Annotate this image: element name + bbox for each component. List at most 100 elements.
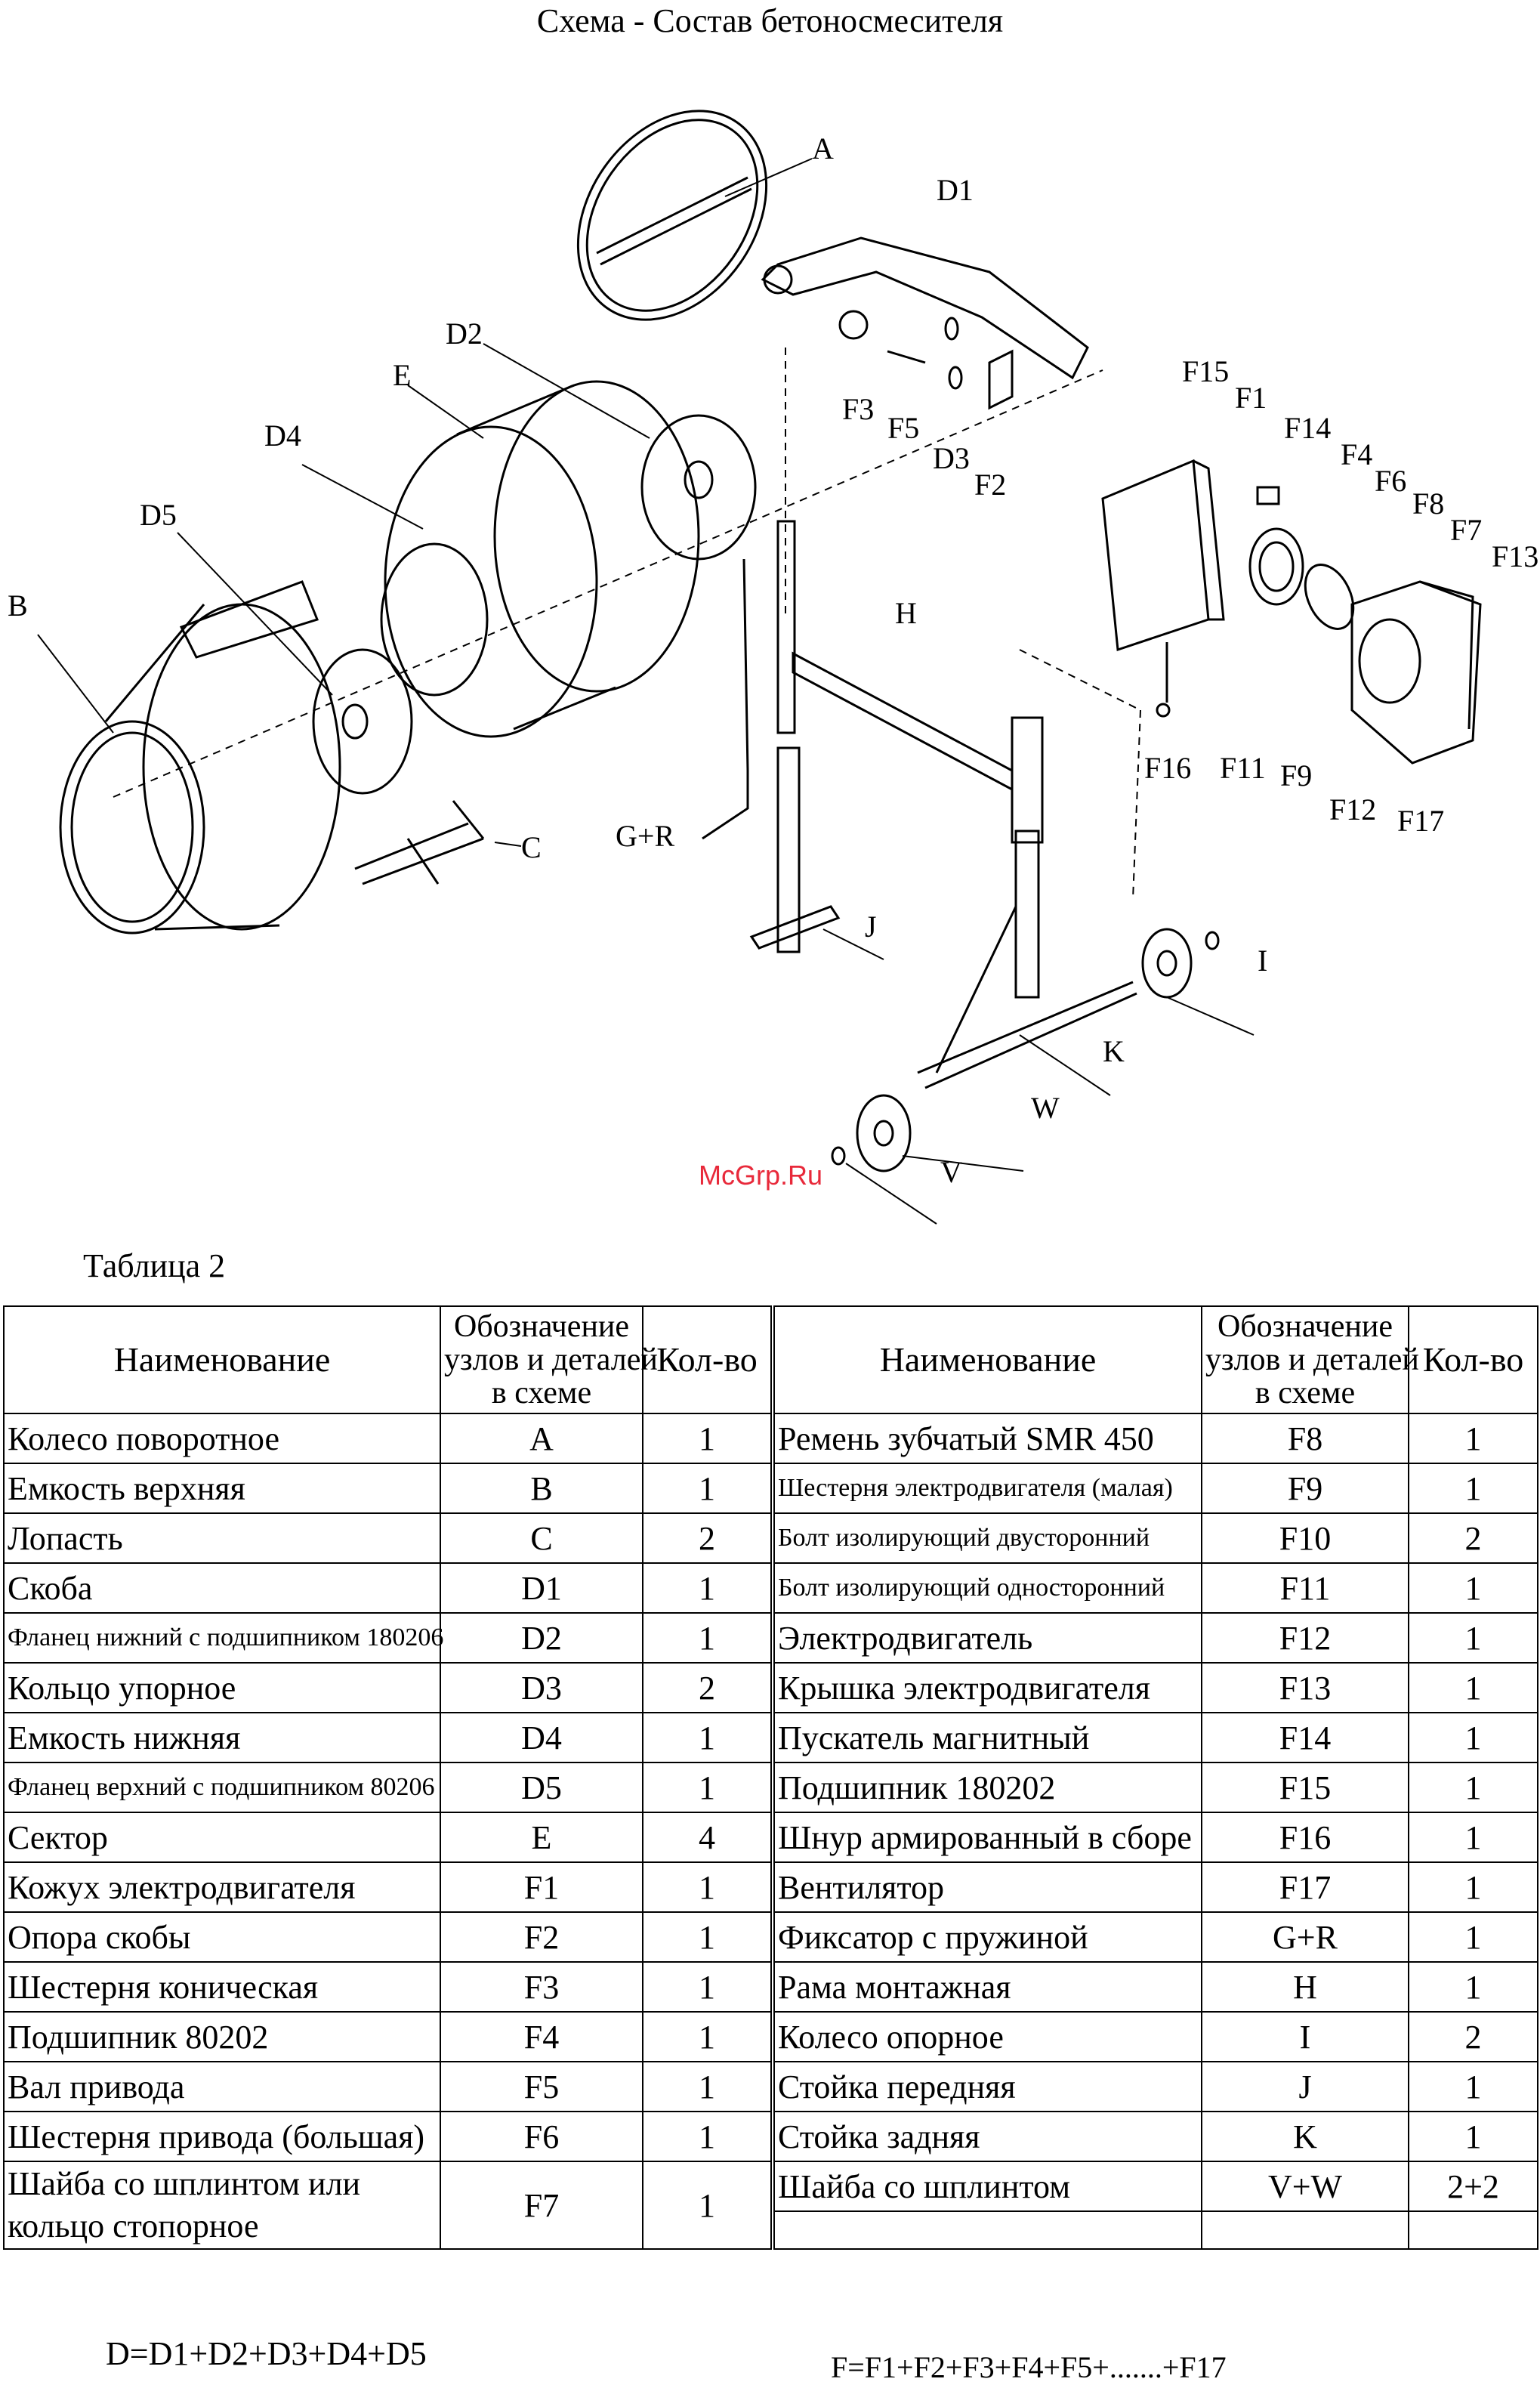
cell-name: Опора скобы	[3, 1911, 441, 1963]
cell-name: Болт изолирующий двусторонний	[770, 1512, 1202, 1564]
cell-name: Емкость нижняя	[3, 1712, 441, 1763]
cell-name: Скоба	[3, 1562, 441, 1614]
table-header-row: Наименование Обозначение узлов и деталей…	[3, 1305, 1538, 1414]
cell-name: Шнур армированный в сборе	[770, 1812, 1202, 1863]
cell-code: F5	[440, 2061, 643, 2112]
exploded-assembly-diagram: A D1 D2 E D4 D5 B C F3 F5 D3 F2 F15 F1 F…	[8, 110, 1538, 1225]
table-row: Опора скобы F2 1 Фиксатор с пружиной G+R…	[3, 1911, 1538, 1963]
cell-qty: 2	[1408, 2011, 1538, 2062]
cell-qty: 1	[642, 1562, 773, 1614]
header-designation-line: в схеме	[491, 1376, 592, 1410]
drive-gear-parts	[838, 310, 963, 390]
upper-bowl-part	[59, 580, 341, 935]
cell-qty: 1	[642, 1463, 773, 1514]
label-F1: F1	[1235, 381, 1267, 415]
table-row: Подшипник 80202 F4 1 Колесо опорное I 2	[3, 2011, 1538, 2062]
cell-qty: 1	[1408, 1463, 1538, 1514]
cell-name: Шестерня привода (большая)	[3, 2111, 441, 2162]
cell-code: F17	[1201, 1861, 1409, 1913]
cell-name: Ремень зубчатый SMR 450	[770, 1413, 1202, 1464]
cell-empty	[1201, 2210, 1409, 2250]
cell-qty: 1	[642, 1911, 773, 1963]
table-row: Лопасть C 2 Болт изолирующий двусторонни…	[3, 1512, 1538, 1564]
cell-name: Стойка задняя	[770, 2111, 1202, 2162]
label-V: V	[940, 1155, 962, 1189]
header-qty-right: Кол-во	[1408, 1305, 1538, 1414]
label-F12: F12	[1329, 792, 1376, 826]
table-row-empty	[4, 2210, 1538, 2250]
cell-qty: 2	[1408, 1512, 1538, 1564]
label-F8: F8	[1412, 487, 1444, 521]
cell-qty: 1	[1408, 1812, 1538, 1863]
cell-qty: 1	[1408, 2111, 1538, 2162]
formula-d: D=D1+D2+D3+D4+D5	[106, 2335, 427, 2372]
cell-code: F1	[440, 1861, 643, 1913]
cell-code: D1	[440, 1562, 643, 1614]
label-A: A	[812, 131, 834, 165]
table-row: Шестерня привода (большая) F6 1 Стойка з…	[3, 2111, 1538, 2162]
cell-code: D2	[440, 1612, 643, 1664]
spring-latch-part	[702, 558, 749, 840]
cell-name: Емкость верхняя	[3, 1463, 441, 1514]
mounting-frame-part	[776, 520, 1044, 844]
cell-name: Кольцо упорное	[3, 1662, 441, 1713]
cell-code: F16	[1201, 1812, 1409, 1863]
cell-name: Кожух электродвигателя	[3, 1861, 441, 1913]
motor-cover-part	[1101, 459, 1225, 718]
cell-code: I	[1201, 2011, 1409, 2062]
cell-qty: 1	[642, 1861, 773, 1913]
lower-drum-part	[380, 380, 700, 738]
cell-code: F13	[1201, 1662, 1409, 1713]
cell-name: Шайба со шплинтом или кольцо стопорное	[3, 2161, 441, 2250]
cell-qty: 2	[642, 1662, 773, 1713]
cell-code: C	[440, 1512, 643, 1564]
table-row: Вал привода F5 1 Стойка передняя J 1	[3, 2061, 1538, 2112]
cell-qty: 1	[1408, 1413, 1538, 1464]
label-D2: D2	[446, 317, 483, 351]
cell-qty: 1	[642, 2011, 773, 2062]
cell-qty: 1	[642, 2161, 773, 2250]
cell-name: Подшипник 80202	[3, 2011, 441, 2062]
cell-name: Электродвигатель	[770, 1612, 1202, 1664]
formula-f: F=F1+F2+F3+F4+F5+.......+F17	[831, 2350, 1227, 2384]
cell-name: Шестерня электродвигателя (малая)	[770, 1463, 1202, 1514]
cell-name: Болт изолирующий односторонний	[770, 1562, 1202, 1614]
table-row: Кожух электродвигателя F1 1 Вентилятор F…	[3, 1861, 1538, 1913]
cell-code: A	[440, 1413, 643, 1464]
header-designation-left: Обозначение узлов и деталей в схеме	[440, 1305, 658, 1414]
header-designation-line: Обозначение	[453, 1309, 630, 1344]
cell-code: J	[1201, 2061, 1409, 2112]
cell-qty: 1	[642, 1712, 773, 1763]
cell-code: B	[440, 1463, 643, 1514]
cell-qty: 1	[1408, 1762, 1538, 1813]
header-designation-line: узлов и деталей	[444, 1342, 658, 1377]
rear-leg-part	[917, 829, 1137, 1089]
cell-code: D5	[440, 1762, 643, 1813]
cell-name: Фланец верхний с подшипником 80206	[3, 1762, 441, 1813]
table-row: Фланец верхний с подшипником 80206 D5 1 …	[3, 1762, 1538, 1813]
cell-name: Шайба со шплинтом	[770, 2161, 1202, 2212]
cell-code: F11	[1201, 1562, 1409, 1614]
label-C: C	[521, 830, 542, 864]
cell-code: F12	[1201, 1612, 1409, 1664]
label-W: W	[1031, 1091, 1060, 1125]
motor-part	[1350, 580, 1482, 765]
cell-qty: 1	[1408, 2061, 1538, 2112]
cell-code: F15	[1201, 1762, 1409, 1813]
cell-name: Подшипник 180202	[770, 1762, 1202, 1813]
label-F14: F14	[1284, 411, 1331, 445]
cell-code: F4	[440, 2011, 643, 2062]
header-name-right: Наименование	[770, 1305, 1202, 1414]
cell-name: Вал привода	[3, 2061, 441, 2112]
label-H: H	[895, 596, 917, 630]
label-D4: D4	[264, 419, 301, 453]
cell-code: F6	[440, 2111, 643, 2162]
label-F17: F17	[1397, 804, 1444, 838]
header-designation-line: Обозначение	[1217, 1309, 1393, 1344]
label-F16: F16	[1144, 751, 1191, 785]
cell-name: Вентилятор	[770, 1861, 1202, 1913]
table-row: Шайба со шплинтом или кольцо стопорное F…	[3, 2161, 1538, 2250]
cell-qty: 1	[642, 2061, 773, 2112]
cell-qty: 1	[1408, 1612, 1538, 1664]
cell-name: Колесо поворотное	[3, 1413, 441, 1464]
